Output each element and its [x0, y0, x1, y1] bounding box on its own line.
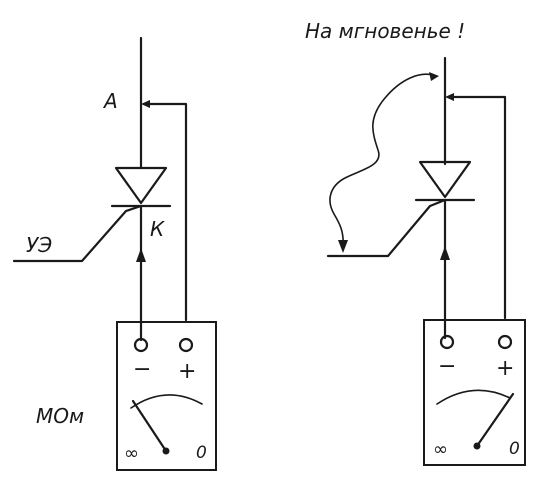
left-meter-body: [116, 321, 217, 471]
left-meter-needle: [131, 399, 168, 453]
right-jumper-bottom-arrow: [338, 240, 348, 253]
left-ohmmeter: − + ∞ 0: [116, 321, 217, 471]
right-gate-lead: [326, 198, 447, 258]
left-minus-sign: −: [133, 357, 151, 382]
right-plus-lead: [448, 95, 507, 320]
left-gate-label: УЭ: [26, 233, 52, 257]
right-plus-terminal: [497, 334, 513, 350]
left-circuit: А К УЭ МОм − + ∞ 0: [12, 36, 217, 471]
right-minus-terminal: [439, 334, 455, 350]
left-minus-terminal: [133, 337, 149, 353]
right-circuit: На мгновенье ! − + ∞ 0: [305, 19, 526, 466]
right-ohmmeter: − + ∞ 0: [423, 319, 526, 466]
left-plus-arrowhead: [141, 100, 150, 108]
left-plus-lead: [144, 102, 188, 322]
left-cathode-label: К: [150, 217, 165, 241]
left-needle-pivot: [162, 447, 170, 455]
right-plus-sign: +: [496, 356, 514, 381]
left-meter-unit-label: МОм: [36, 404, 84, 428]
left-thyristor-triangle: [114, 166, 168, 205]
left-anode-label: А: [102, 89, 118, 113]
left-cathode-arrow: [136, 248, 146, 262]
left-plus-terminal: [178, 337, 194, 353]
right-needle-pivot: [473, 442, 481, 450]
right-jumper-wire: [329, 73, 437, 247]
right-meter-body: [423, 319, 526, 466]
right-plus-arrowhead: [445, 93, 454, 101]
left-scale-zero: 0: [196, 443, 207, 463]
left-gate-lead: [12, 204, 143, 263]
left-plus-sign: +: [178, 359, 196, 384]
right-meter-needle: [475, 392, 515, 448]
right-thyristor-triangle: [418, 160, 472, 199]
right-scale-zero: 0: [509, 439, 520, 459]
left-meter-scale-arc: [130, 394, 203, 409]
right-meter-scale-arc: [436, 389, 511, 405]
right-minus-sign: −: [438, 354, 456, 379]
right-cathode-arrow: [440, 246, 450, 260]
right-scale-infinity: ∞: [433, 439, 448, 460]
right-jumper-top-arrow: [429, 72, 439, 81]
right-title-label: На мгновенье !: [305, 19, 465, 43]
left-scale-infinity: ∞: [124, 443, 139, 464]
